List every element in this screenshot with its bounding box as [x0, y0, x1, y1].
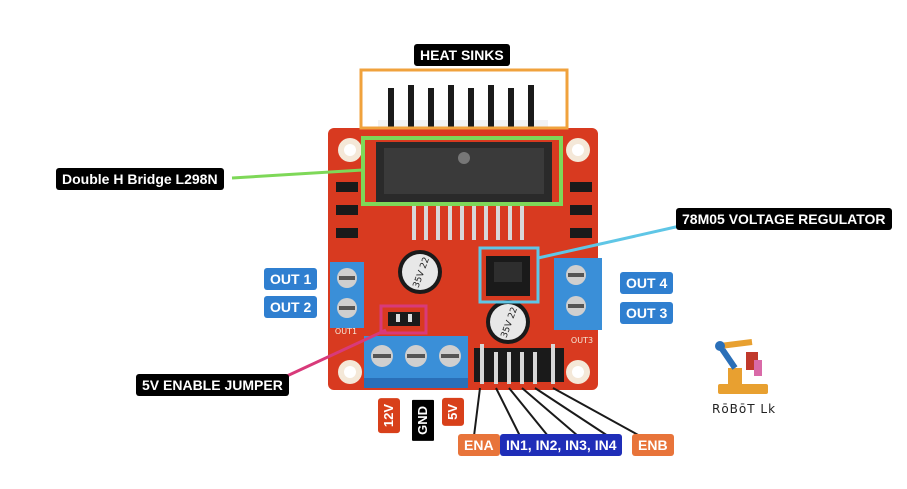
out1-label: OUT 1: [264, 268, 318, 290]
in1-leader: [495, 387, 521, 437]
smd-diodes: [336, 182, 592, 238]
regulator-highlight: [478, 246, 540, 304]
12v-label: 12V: [378, 398, 400, 434]
5v-label: 5V: [442, 398, 464, 426]
jumper-leader: [273, 328, 387, 384]
jumper-highlight: [379, 304, 428, 335]
enb-label: ENB: [632, 434, 674, 456]
in3-leader: [521, 387, 579, 437]
out4-label: OUT 4: [620, 272, 674, 294]
h-bridge-label: Double H Bridge L298N: [56, 168, 224, 190]
capacitor-left: 35V 22: [398, 250, 442, 294]
in2-leader: [508, 387, 549, 437]
brand-wordmark: RōBōT Lk: [712, 402, 777, 416]
in4-leader: [534, 387, 609, 437]
regulator-label: 78M05 VOLTAGE REGULATOR: [676, 208, 892, 230]
inputs-label: IN1, IN2, IN3, IN4: [500, 434, 623, 456]
power-terminal-block: [364, 336, 468, 388]
regulator-leader: [537, 224, 681, 260]
capacitor-right: 35V 22: [486, 300, 530, 344]
voltage-regulator: [486, 256, 530, 296]
gnd-label: GND: [410, 398, 436, 443]
out3-label: OUT 3: [620, 302, 674, 324]
heat-sinks-label: HEAT SINKS: [414, 44, 510, 66]
input-header-pins: [474, 344, 564, 384]
enb-leader: [552, 387, 641, 437]
l298n-chip: [376, 142, 552, 240]
terminal-block-out3-out4: [554, 258, 602, 330]
heat-sinks-highlight: [359, 68, 569, 130]
ena-leader: [473, 387, 481, 437]
robot-arm-logo: [715, 339, 768, 394]
5v-jumper: [388, 312, 420, 326]
h-bridge-leader: [231, 168, 364, 180]
mounting-holes: [338, 138, 590, 384]
out2-label: OUT 2: [264, 296, 318, 318]
jumper-label: 5V ENABLE JUMPER: [136, 374, 289, 396]
out3-silkscreen: OUT3: [571, 336, 593, 345]
out1-silkscreen: OUT1: [335, 327, 357, 336]
ena-label: ENA: [458, 434, 500, 456]
terminal-block-out1-out2: [330, 262, 364, 328]
